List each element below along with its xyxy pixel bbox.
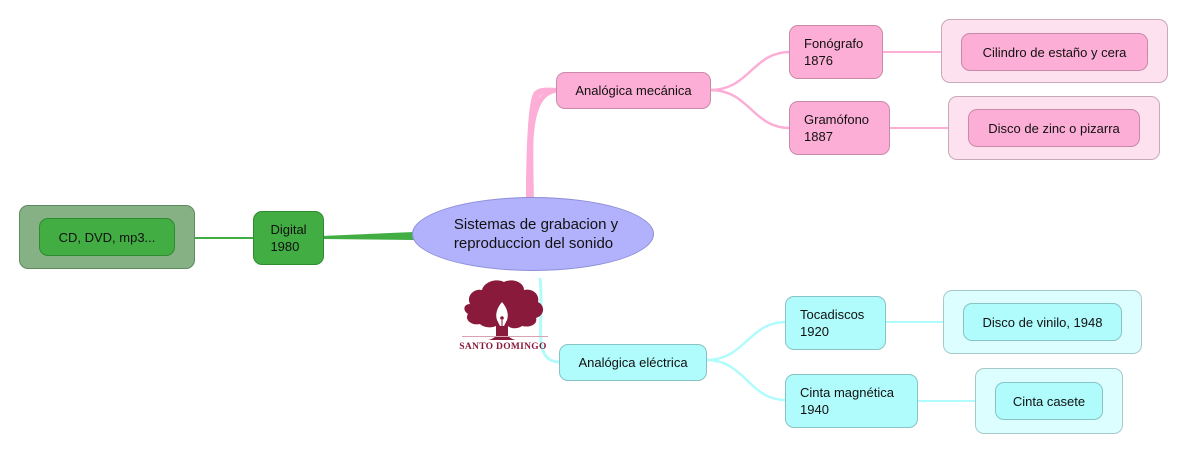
node-label: Analógica eléctrica bbox=[578, 355, 688, 370]
node-disco-zinc[interactable]: Disco de zinc o pizarra bbox=[968, 109, 1140, 147]
link-root-digital bbox=[322, 232, 414, 240]
node-name: Digital bbox=[270, 222, 307, 237]
node-cinta-casete[interactable]: Cinta casete bbox=[995, 382, 1103, 420]
node-cd-dvd-mp3[interactable]: CD, DVD, mp3... bbox=[39, 218, 175, 256]
node-label: Disco de zinc o pizarra bbox=[988, 120, 1120, 136]
node-label: Cilindro de estaño y cera bbox=[982, 44, 1127, 60]
node-digital[interactable]: Digital 1980 bbox=[253, 211, 324, 265]
node-name: Fonógrafo bbox=[804, 36, 864, 51]
logo-divider bbox=[462, 336, 548, 337]
node-label: CD, DVD, mp3... bbox=[58, 229, 156, 245]
node-year: 1980 bbox=[270, 239, 300, 254]
link-electrica-tocadiscos bbox=[705, 320, 787, 362]
node-cinta-magnetica[interactable]: Cinta magnética 1940 bbox=[785, 374, 918, 428]
node-year: 1940 bbox=[800, 402, 829, 417]
node-tocadiscos[interactable]: Tocadiscos 1920 bbox=[785, 296, 886, 350]
logo-text: SANTO DOMINGO bbox=[459, 342, 547, 352]
node-analogica-mecanica[interactable]: Analógica mecánica bbox=[556, 72, 711, 109]
central-topic-line1: Sistemas de grabacion y bbox=[453, 216, 619, 233]
node-disco-vinilo[interactable]: Disco de vinilo, 1948 bbox=[963, 303, 1122, 341]
pen-nib bbox=[496, 302, 508, 326]
link-mecanica-fonografo bbox=[709, 50, 791, 92]
node-fonografo[interactable]: Fonógrafo 1876 bbox=[789, 25, 883, 79]
node-label: Disco de vinilo, 1948 bbox=[982, 314, 1103, 330]
node-analogica-electrica[interactable]: Analógica eléctrica bbox=[559, 344, 707, 381]
node-name: Cinta magnética bbox=[800, 385, 894, 400]
link-root-electrica bbox=[538, 277, 561, 364]
link-mecanica-gramofono bbox=[709, 88, 791, 130]
node-label: Cinta casete bbox=[1012, 393, 1086, 409]
central-topic[interactable]: Sistemas de grabacion y reproduccion del… bbox=[412, 197, 654, 271]
node-year: 1887 bbox=[804, 129, 833, 144]
link-electrica-cinta bbox=[705, 358, 787, 402]
node-cilindro[interactable]: Cilindro de estaño y cera bbox=[961, 33, 1148, 71]
node-gramofono[interactable]: Gramófono 1887 bbox=[789, 101, 890, 155]
node-year: 1876 bbox=[804, 53, 833, 68]
node-year: 1920 bbox=[800, 324, 829, 339]
node-name: Gramófono bbox=[804, 112, 870, 127]
santo-domingo-logo-icon bbox=[464, 280, 544, 340]
node-label: Analógica mecánica bbox=[575, 83, 692, 98]
central-topic-line2: reproduccion del sonido bbox=[453, 235, 614, 252]
node-name: Tocadiscos bbox=[800, 307, 865, 322]
link-root-mecanica-stem bbox=[527, 87, 559, 201]
